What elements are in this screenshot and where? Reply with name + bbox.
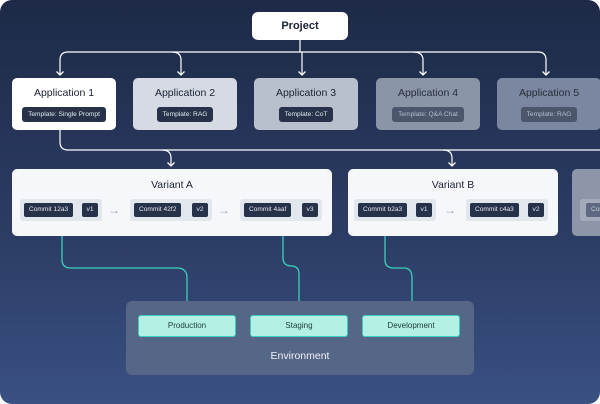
app4-connector	[412, 51, 427, 76]
application-5-node[interactable]: Application 5 Template: RAG	[497, 78, 600, 130]
variant-a-node[interactable]: Variant A Commit 12a3 v1 → Commit 42f2 v…	[12, 169, 332, 236]
application-3-name: Application 3	[275, 87, 337, 99]
commit-12a3[interactable]: Commit 12a3 v1	[20, 199, 102, 221]
commit-42f2[interactable]: Commit 42f2 v2	[130, 199, 212, 221]
application-2-node[interactable]: Application 2 Template: RAG	[133, 78, 237, 130]
application-1-template: Template: Single Prompt	[22, 107, 106, 122]
environment-panel: Production Staging Development Environme…	[126, 301, 474, 375]
variant-b-connector	[442, 149, 456, 167]
app-bus-line	[68, 51, 547, 61]
application-3-template: Template: CoT	[278, 107, 334, 122]
commit-id: Commit b2a3	[358, 203, 408, 217]
commit-4aaf[interactable]: Commit 4aaf v3	[240, 199, 322, 221]
application-4-name: Application 4	[397, 87, 459, 99]
arrow-right-icon: →	[108, 203, 120, 217]
commit-version: v3	[302, 203, 318, 217]
application-4-node[interactable]: Application 4 Template: Q&A Chat	[376, 78, 480, 130]
application-1-name: Application 1	[33, 87, 95, 99]
arrow-right-icon: →	[444, 203, 456, 217]
commit-b2a3[interactable]: Commit b2a3 v1	[354, 199, 436, 221]
project-node[interactable]: Project	[252, 12, 348, 40]
application-3-node[interactable]: Application 3 Template: CoT	[254, 78, 358, 130]
commit-id: Commit 4aaf	[244, 203, 292, 217]
commit-version: v2	[192, 203, 208, 217]
project-label: Project	[281, 20, 319, 32]
environment-development[interactable]: Development	[362, 315, 460, 337]
application-5-template: Template: RAG	[520, 107, 578, 122]
commit-c4a3[interactable]: Commit c4a3 v2	[466, 199, 548, 221]
commit-id: Commit c4a3	[470, 203, 519, 217]
arrow-right-icon: →	[218, 203, 230, 217]
commit-version: v2	[528, 203, 544, 217]
variant-a-title: Variant A	[151, 179, 193, 191]
commit-version: v1	[82, 203, 98, 217]
application-2-template: Template: RAG	[156, 107, 214, 122]
application-1-node[interactable]: Application 1 Template: Single Prompt	[12, 78, 116, 130]
application-5-name: Application 5	[518, 87, 580, 99]
application-2-name: Application 2	[154, 87, 216, 99]
variant-c-node-partial[interactable]: Com	[572, 169, 600, 236]
commit-version: v1	[416, 203, 432, 217]
application-4-template: Template: Q&A Chat	[392, 107, 464, 122]
variant-b-node[interactable]: Variant B Commit b2a3 v1 → Commit c4a3 v…	[348, 169, 558, 236]
commit-id: Com	[586, 203, 600, 217]
variant-b-title: Variant B	[431, 179, 475, 191]
commit-id: Commit 12a3	[24, 203, 74, 217]
commit-id: Commit 42f2	[134, 203, 182, 217]
environment-staging[interactable]: Staging	[250, 315, 348, 337]
environment-production[interactable]: Production	[138, 315, 236, 337]
app2-connector	[171, 51, 185, 76]
variant-a-connector	[161, 149, 175, 167]
variant-bus-line	[59, 130, 600, 151]
app1-connector	[56, 51, 69, 76]
environment-title: Environment	[270, 350, 330, 362]
commit-partial[interactable]: Com	[580, 199, 600, 221]
